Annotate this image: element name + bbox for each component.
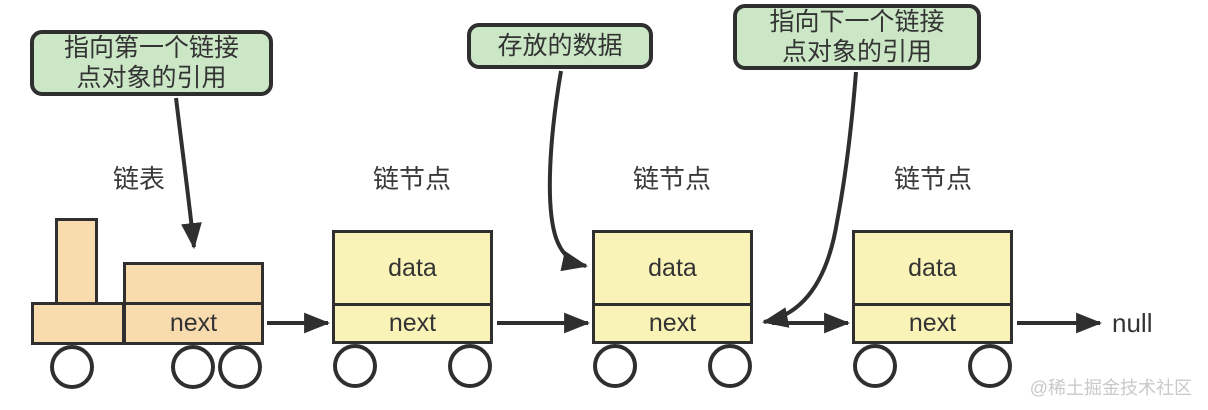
node-3-wheel-2 (968, 344, 1012, 388)
watermark: @稀土掘金技术社区 (1029, 378, 1192, 398)
node-1-wheel-1 (333, 344, 377, 388)
node-2-wheel-2 (708, 344, 752, 388)
label-linked-list: 链表 (112, 164, 166, 194)
node-3-next-field: next (855, 303, 1010, 341)
node-3-data-field: data (908, 253, 957, 282)
node-3: data next (852, 230, 1013, 344)
engine-wheel-3 (218, 345, 262, 389)
label-node-3: 链节点 (893, 164, 973, 194)
node-2-data-field: data (648, 253, 697, 282)
callout-head-reference: 指向第一个链接 点对象的引用 (30, 30, 273, 96)
engine-chimney (55, 218, 98, 306)
engine-boiler (123, 262, 264, 306)
null-terminator: null (1112, 308, 1153, 338)
node-3-wheel-1 (853, 344, 897, 388)
node-1-wheel-2 (448, 344, 492, 388)
node-2: data next (592, 230, 753, 344)
callout-stored-data: 存放的数据 (467, 23, 653, 69)
label-node-2: 链节点 (632, 164, 712, 194)
engine-wheel-2 (171, 345, 215, 389)
node-1-data-field: data (388, 253, 437, 282)
arrow-head-reference-to-engine (174, 97, 202, 250)
arrow-next-reference-to-node2-next (761, 71, 858, 328)
node-2-next-field: next (595, 303, 750, 341)
engine-next-field: next (123, 302, 264, 345)
arrow-stored-data-to-node2 (547, 70, 589, 272)
label-node-1: 链节点 (372, 164, 452, 194)
node-1: data next (332, 230, 493, 344)
node-1-next-field: next (335, 303, 490, 341)
callout-next-reference: 指向下一个链接 点对象的引用 (733, 4, 981, 70)
engine-base (31, 302, 125, 345)
node-2-wheel-1 (593, 344, 637, 388)
engine-wheel-1 (50, 345, 94, 389)
